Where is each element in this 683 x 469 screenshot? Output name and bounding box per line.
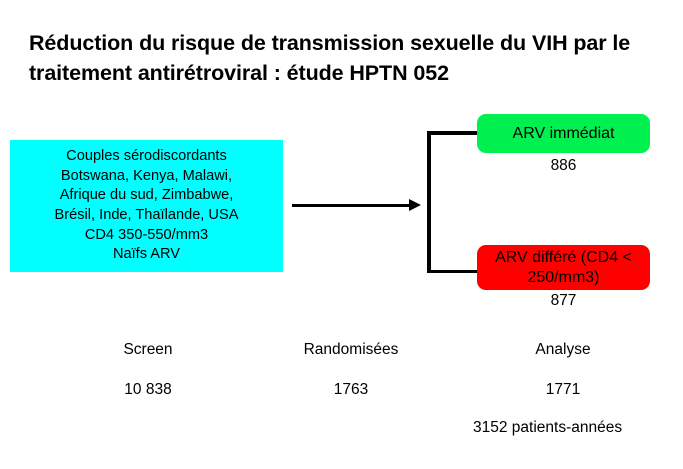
- follow-up-footnote: 3152 patients-années: [473, 419, 623, 436]
- arm-label-immediate: ARV immédiat: [512, 125, 615, 142]
- arm-box-deferred: ARV différé (CD4 < 250/mm3): [477, 245, 650, 290]
- stage-analysis-value: 1771: [545, 381, 581, 398]
- stage-randomized-value: 1763: [333, 381, 369, 398]
- stage-analysis-title: Analyse: [535, 341, 591, 358]
- stage-randomized-title: Randomisées: [303, 341, 399, 358]
- stage-label-screen: Screen 10 838: [63, 320, 233, 420]
- split-bracket-arm-deferred: [427, 269, 484, 273]
- stage-screen-value: 10 838: [124, 381, 172, 398]
- stage-label-analysis: Analyse 1771: [478, 320, 648, 420]
- screening-cohort-text: Couples sérodiscordants Botswana, Kenya,…: [54, 148, 239, 263]
- stage-label-randomized: Randomisées 1763: [266, 320, 436, 420]
- split-bracket-stem: [427, 131, 431, 273]
- arm-box-immediate: ARV immédiat: [477, 114, 650, 153]
- split-bracket-arm-immediate: [427, 131, 484, 135]
- screening-cohort-box: Couples sérodiscordants Botswana, Kenya,…: [10, 140, 283, 272]
- randomization-arrow-line: [292, 204, 412, 207]
- page-title: Réduction du risque de transmission sexu…: [29, 31, 636, 86]
- stage-screen-title: Screen: [123, 341, 173, 358]
- arm-label-deferred: ARV différé (CD4 < 250/mm3): [495, 248, 632, 286]
- arm-count-immediate: 886: [550, 157, 577, 174]
- randomization-arrow-head-icon: [409, 199, 421, 211]
- arm-count-deferred: 877: [550, 292, 577, 309]
